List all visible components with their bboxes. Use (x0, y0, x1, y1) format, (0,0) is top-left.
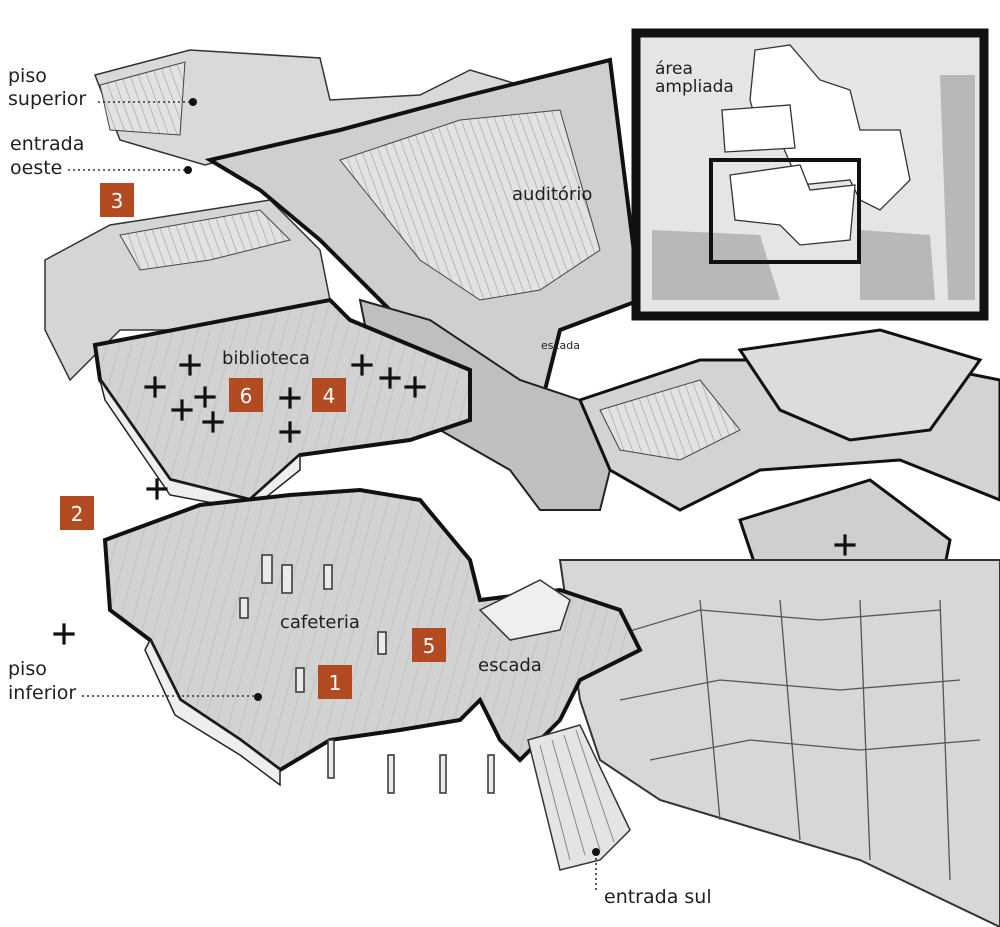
cross-marker-icon (146, 478, 168, 500)
label-piso-inferior-2: inferior (8, 682, 76, 704)
cross-marker-icon (404, 376, 426, 398)
label-entrada-sul: entrada sul (604, 886, 712, 908)
cross-marker-icon (53, 623, 75, 645)
label-entrada-oeste-2: oeste (10, 157, 62, 179)
cross-marker-icon (179, 354, 201, 376)
cross-marker-icon (351, 354, 373, 376)
label-piso-inferior-1: piso (8, 658, 47, 680)
svg-text:3: 3 (111, 189, 124, 213)
building-masses (44, 49, 1000, 927)
cross-marker-icon (171, 399, 193, 421)
inset-label-line1: área (655, 59, 693, 79)
leader-lines (68, 101, 597, 890)
label-escada: escada (478, 655, 542, 676)
marker-1: 1 (318, 665, 352, 699)
zoom-area-frame (709, 158, 861, 264)
cross-marker-icon (834, 534, 856, 556)
cross-marker-icon (279, 421, 301, 443)
label-cafeteria: cafeteria (280, 612, 360, 633)
svg-text:5: 5 (423, 634, 436, 658)
marker-6: 6 (229, 378, 263, 412)
cross-marker-icon (194, 386, 216, 408)
inset-map: área ampliada (631, 28, 989, 321)
label-piso-superior-2: superior (8, 88, 86, 110)
label-escada-small: escada (541, 339, 580, 352)
marker-3: 3 (100, 183, 134, 217)
svg-text:4: 4 (323, 384, 336, 408)
cross-markers (53, 354, 856, 645)
label-biblioteca: biblioteca (222, 348, 310, 369)
label-entrada-oeste-1: entrada (10, 133, 84, 155)
cross-marker-icon (144, 376, 166, 398)
cross-marker-icon (202, 411, 224, 433)
svg-text:6: 6 (240, 384, 253, 408)
label-auditorio: auditório (512, 184, 592, 205)
numbered-markers: 1 2 3 4 5 6 (60, 183, 446, 699)
labels: piso superior entrada oeste piso inferio… (8, 65, 712, 908)
leader-dots (184, 98, 600, 856)
marker-2: 2 (60, 496, 94, 530)
marker-5: 5 (412, 628, 446, 662)
cross-marker-icon (379, 367, 401, 389)
svg-text:1: 1 (329, 671, 342, 695)
cross-marker-icon (279, 387, 301, 409)
inset-label-line2: ampliada (655, 77, 734, 97)
label-piso-superior-1: piso (8, 65, 47, 87)
marker-4: 4 (312, 378, 346, 412)
svg-text:2: 2 (71, 502, 84, 526)
